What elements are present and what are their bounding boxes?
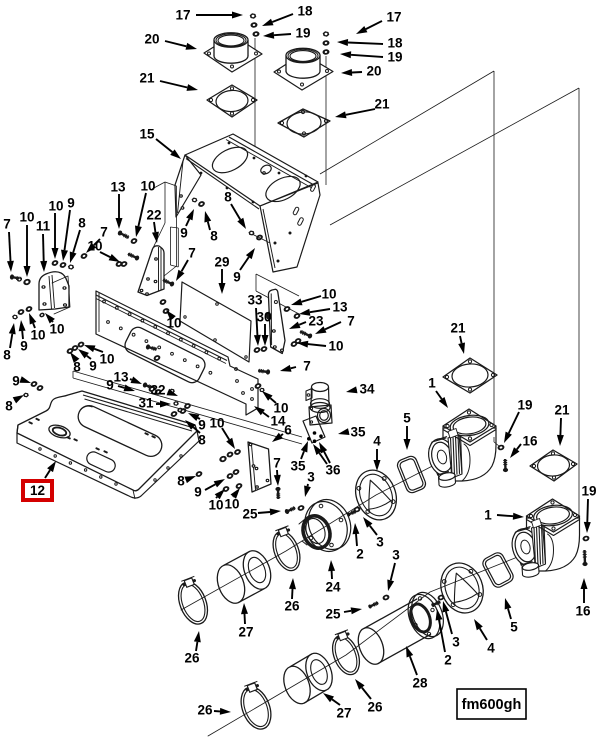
svg-text:6: 6 (284, 423, 292, 438)
svg-text:9: 9 (198, 418, 206, 433)
svg-text:4: 4 (487, 641, 495, 656)
svg-text:21: 21 (374, 97, 390, 112)
svg-text:9: 9 (67, 196, 75, 211)
svg-text:3: 3 (392, 548, 400, 563)
svg-text:8: 8 (198, 433, 206, 448)
svg-text:10: 10 (19, 210, 34, 225)
svg-text:3: 3 (452, 635, 460, 650)
svg-text:5: 5 (510, 620, 518, 635)
svg-text:7: 7 (303, 359, 311, 374)
svg-text:8: 8 (177, 474, 185, 489)
svg-text:8: 8 (3, 348, 11, 363)
svg-text:14: 14 (270, 414, 286, 429)
svg-text:16: 16 (522, 434, 538, 449)
svg-text:7: 7 (188, 246, 196, 261)
svg-text:10: 10 (328, 339, 343, 354)
svg-text:26: 26 (197, 703, 213, 718)
svg-text:1: 1 (484, 508, 492, 523)
svg-text:30: 30 (256, 310, 271, 325)
svg-text:3: 3 (307, 470, 315, 485)
svg-text:13: 13 (110, 180, 126, 195)
svg-text:13: 13 (332, 300, 348, 315)
svg-text:7: 7 (100, 225, 108, 240)
svg-text:10: 10 (48, 199, 63, 214)
svg-text:35: 35 (290, 459, 306, 474)
svg-text:9: 9 (106, 378, 114, 393)
svg-text:8: 8 (5, 399, 13, 414)
svg-text:9: 9 (233, 270, 241, 285)
svg-text:9: 9 (194, 485, 202, 500)
svg-text:18: 18 (387, 36, 403, 51)
svg-text:27: 27 (336, 706, 351, 721)
svg-text:36: 36 (325, 463, 341, 478)
svg-text:8: 8 (210, 229, 218, 244)
svg-text:16: 16 (575, 604, 591, 619)
svg-text:23: 23 (308, 314, 324, 329)
svg-text:5: 5 (403, 411, 411, 426)
svg-text:17: 17 (386, 10, 401, 25)
svg-text:9: 9 (12, 374, 20, 389)
svg-text:2: 2 (356, 547, 364, 562)
svg-text:27: 27 (238, 625, 253, 640)
svg-text:10: 10 (209, 416, 224, 431)
svg-text:21: 21 (554, 403, 570, 418)
svg-text:29: 29 (214, 255, 229, 270)
svg-text:32: 32 (150, 383, 165, 398)
svg-text:34: 34 (359, 382, 375, 397)
svg-text:7: 7 (347, 314, 355, 329)
svg-text:7: 7 (273, 456, 281, 471)
svg-text:10: 10 (224, 497, 239, 512)
svg-text:25: 25 (242, 507, 258, 522)
svg-text:10: 10 (140, 179, 155, 194)
svg-text:1: 1 (428, 376, 436, 391)
svg-text:10: 10 (208, 498, 223, 513)
svg-text:8: 8 (73, 360, 81, 375)
svg-text:19: 19 (517, 398, 532, 413)
svg-text:4: 4 (373, 434, 381, 449)
svg-text:3: 3 (376, 535, 384, 550)
svg-text:10: 10 (273, 401, 288, 416)
svg-text:19: 19 (581, 484, 596, 499)
svg-text:18: 18 (297, 4, 313, 19)
svg-text:26: 26 (184, 651, 200, 666)
svg-text:26: 26 (284, 599, 300, 614)
svg-text:33: 33 (247, 293, 263, 308)
svg-text:20: 20 (144, 32, 159, 47)
svg-text:10: 10 (49, 322, 64, 337)
svg-text:17: 17 (175, 8, 190, 23)
svg-text:10: 10 (87, 239, 102, 254)
svg-text:21: 21 (139, 71, 155, 86)
svg-text:11: 11 (36, 219, 51, 234)
svg-text:20: 20 (366, 64, 381, 79)
svg-text:8: 8 (224, 190, 232, 205)
svg-text:10: 10 (99, 352, 114, 367)
svg-text:25: 25 (325, 607, 341, 622)
svg-text:15: 15 (139, 127, 155, 142)
svg-text:24: 24 (325, 580, 341, 595)
svg-text:9: 9 (180, 226, 188, 241)
svg-text:10: 10 (321, 287, 336, 302)
svg-text:22: 22 (146, 208, 161, 223)
svg-text:19: 19 (295, 26, 310, 41)
svg-text:21: 21 (450, 321, 466, 336)
svg-text:35: 35 (350, 425, 366, 440)
svg-text:10: 10 (166, 316, 181, 331)
svg-text:28: 28 (412, 676, 428, 691)
svg-text:13: 13 (113, 370, 129, 385)
svg-text:31: 31 (138, 396, 154, 411)
svg-text:9: 9 (20, 339, 28, 354)
svg-text:8: 8 (78, 216, 86, 231)
svg-text:9: 9 (89, 359, 97, 374)
svg-text:2: 2 (444, 653, 452, 668)
svg-text:12: 12 (30, 483, 45, 498)
svg-text:fm600gh: fm600gh (462, 697, 522, 713)
svg-text:19: 19 (387, 50, 402, 65)
svg-text:26: 26 (367, 700, 383, 715)
svg-text:10: 10 (30, 328, 45, 343)
svg-text:7: 7 (3, 217, 11, 232)
